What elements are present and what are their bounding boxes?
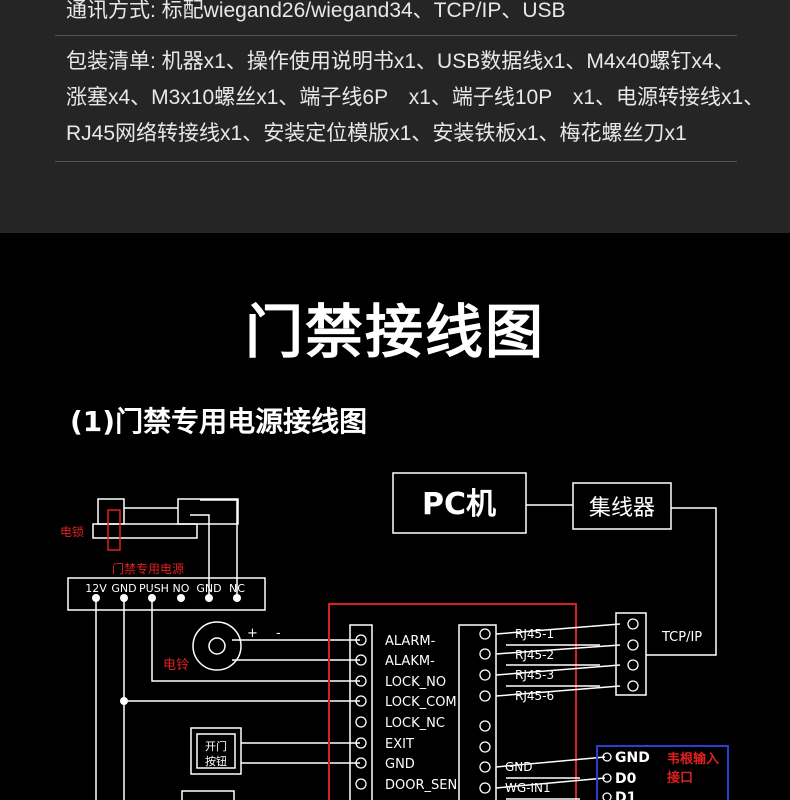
exit-button-label-2: 按钮 — [205, 754, 227, 768]
power-terminal-gnd2: GND — [196, 582, 221, 595]
spec-panel: 通讯方式: 标配wiegand26/wiegand34、TCP/IP、USB 包… — [0, 0, 790, 233]
tcpip-label: TCP/IP — [661, 630, 702, 645]
power-terminal-12v: 12V — [85, 582, 107, 595]
ctrl-terminal: LOCK_NO — [385, 675, 446, 690]
ctrl-terminal: EXIT — [385, 737, 414, 752]
hub-box — [572, 482, 672, 530]
power-label: 门禁专用电源 — [112, 561, 184, 576]
rj45-terminal: RJ45-6 — [515, 689, 554, 703]
packing-line-2: 涨塞x4、M3x10螺丝x1、端子线6P x1、端子线10P x1、电源转接线x… — [66, 86, 765, 109]
section-title: 门禁接线图 — [244, 298, 545, 366]
controller-board — [328, 603, 577, 800]
ctrl-terminal: LOCK_NC — [385, 716, 445, 731]
packing-line-3: RJ45网络转接线x1、安装定位模版x1、安装铁板x1、梅花螺丝刀x1 — [66, 122, 687, 145]
bell-icon — [192, 621, 242, 671]
ctrl-terminal: ALAKM- — [385, 654, 435, 669]
bell-plus: + — [247, 626, 258, 641]
exit-button-label-1: 开门 — [205, 739, 227, 753]
lock-label: 电锁 — [60, 524, 84, 539]
power-terminal-nc: NC — [229, 582, 245, 595]
packing-line-1: 包装清单: 机器x1、操作使用说明书x1、USB数据线x1、M4x40螺钉x4、 — [66, 50, 735, 73]
exit-button-box — [190, 727, 242, 775]
wiegand-box-label-1: 韦根输入 — [667, 751, 719, 767]
rj45-terminal: RJ45-1 — [515, 627, 554, 641]
power-supply-strip — [67, 577, 266, 611]
wg-box-terminal: D0 — [615, 771, 637, 787]
ctrl-terminal: GND — [385, 757, 415, 772]
bell-minus: - — [276, 626, 281, 641]
ctrl-terminal: LOCK_COM — [385, 695, 457, 710]
pc-box — [392, 472, 527, 534]
section-subtitle: (1)门禁专用电源接线图 — [70, 405, 368, 438]
wiegand-terminal: WG-IN1 — [505, 781, 551, 795]
wg-box-terminal: D1 — [615, 790, 636, 800]
power-terminal-push: PUSH — [139, 582, 169, 595]
rj45-terminal: RJ45-2 — [515, 648, 554, 662]
bell-label: 电铃 — [163, 658, 189, 673]
rj45-terminal: RJ45-3 — [515, 668, 554, 682]
power-terminal-gnd: GND — [111, 582, 136, 595]
wg-box-terminal: GND — [615, 750, 650, 766]
lock-body — [92, 523, 198, 539]
wiegand-box-label-2: 接口 — [667, 770, 693, 786]
ctrl-terminal: ALARM- — [385, 634, 436, 649]
pc-label: PC机 — [422, 487, 496, 522]
packing-list: 包装清单: 机器x1、操作使用说明书x1、USB数据线x1、M4x40螺钉x4、… — [66, 44, 765, 152]
tcpip-terminal-block — [615, 612, 647, 696]
wiegand-terminal: GND — [505, 760, 533, 774]
ctrl-terminal: DOOR_SEN — [385, 778, 457, 793]
divider — [55, 161, 737, 162]
divider — [55, 35, 737, 36]
power-terminal-no: NO — [173, 582, 190, 595]
wiegand-box — [596, 745, 729, 800]
comm-spec-line: 通讯方式: 标配wiegand26/wiegand34、TCP/IP、USB — [66, 0, 566, 22]
hub-label: 集线器 — [589, 496, 655, 521]
